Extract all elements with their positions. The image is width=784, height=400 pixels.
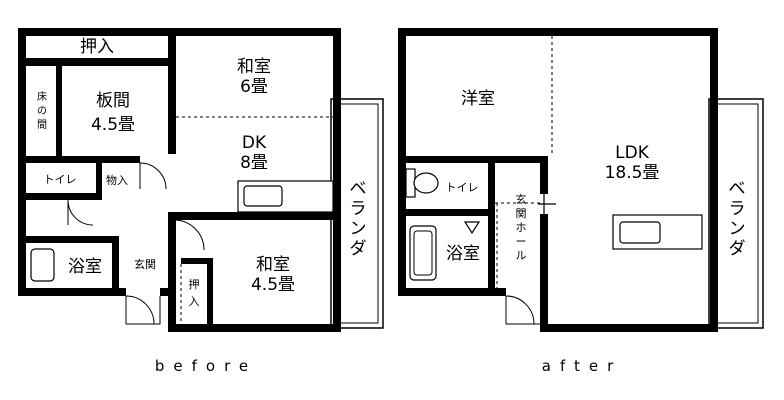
after-toilet-fixture bbox=[405, 168, 439, 198]
after-veranda-char-2: ラ bbox=[729, 199, 746, 219]
after-bathtub bbox=[409, 225, 437, 281]
after-veranda-char-3: ン bbox=[729, 219, 746, 239]
after-western-room-label: 洋室 bbox=[461, 89, 495, 109]
after-hall-char-4: ー bbox=[516, 235, 527, 248]
before-veranda-char-1: ベ bbox=[350, 179, 367, 199]
before-plan: 押入 床 の 間 板間 4.5畳 和室 6畳 DK 8畳 トイレ 物入 浴室 玄… bbox=[18, 28, 384, 375]
before-kitchen-sink bbox=[243, 185, 283, 207]
after-kitchen-sink bbox=[619, 221, 661, 244]
before-walls bbox=[18, 28, 341, 332]
after-sliding-door-marks bbox=[490, 178, 556, 214]
after-bath-label: 浴室 bbox=[446, 244, 480, 264]
before-door-swings bbox=[67, 162, 205, 325]
after-hall-char-1: 玄 bbox=[516, 192, 527, 206]
after-door-swings bbox=[505, 295, 540, 325]
before-washitsu6-label: 和室 bbox=[237, 57, 271, 77]
before-storage-label: 物入 bbox=[106, 173, 128, 187]
after-plan: 洋室 LDK 18.5畳 トイレ 浴室 玄 関 ホ ー ル ベ ラ ン ダ af… bbox=[398, 28, 764, 375]
before-washitsu45-label: 和室 bbox=[256, 255, 290, 275]
before-floor-alcove-char-2: の bbox=[37, 106, 47, 117]
after-hall-char-3: ホ bbox=[516, 221, 527, 234]
before-veranda-char-4: ダ bbox=[350, 239, 367, 259]
before-bath-label: 浴室 bbox=[68, 257, 102, 277]
before-bathtub bbox=[30, 248, 55, 282]
after-ldk-label: LDK bbox=[615, 143, 650, 163]
after-toilet-label: トイレ bbox=[446, 181, 479, 194]
after-ldk-size: 18.5畳 bbox=[605, 163, 660, 183]
before-floor-alcove-char-3: 間 bbox=[37, 119, 47, 131]
before-oshiire-small-char-2: 入 bbox=[189, 295, 200, 308]
after-hall-char-5: ル bbox=[516, 249, 527, 262]
before-dk-label: DK bbox=[242, 133, 267, 153]
before-itama-size: 4.5畳 bbox=[91, 115, 135, 135]
after-walls bbox=[398, 28, 718, 332]
before-oshiire-top-label: 押入 bbox=[80, 37, 114, 57]
after-veranda-char-1: ベ bbox=[729, 179, 746, 199]
after-shower-marker bbox=[463, 221, 481, 235]
before-dk-size: 8畳 bbox=[240, 153, 268, 173]
after-caption: after bbox=[542, 357, 623, 375]
before-itama-label: 板間 bbox=[96, 91, 130, 111]
after-bathtub-inner bbox=[413, 230, 433, 276]
before-caption: before bbox=[155, 357, 257, 375]
before-oshiire-small-char-1: 押 bbox=[189, 277, 200, 291]
after-veranda-char-4: ダ bbox=[729, 239, 746, 259]
before-entrance-label: 玄関 bbox=[134, 257, 156, 271]
before-washitsu45-size: 4.5畳 bbox=[251, 275, 295, 295]
after-hall-char-2: 関 bbox=[516, 207, 527, 220]
before-toilet-label: トイレ bbox=[44, 173, 77, 186]
before-washitsu6-size: 6畳 bbox=[240, 77, 268, 97]
before-veranda-char-3: ン bbox=[350, 219, 367, 239]
before-floor-alcove-char-1: 床 bbox=[37, 90, 47, 103]
before-veranda-char-2: ラ bbox=[350, 199, 367, 219]
